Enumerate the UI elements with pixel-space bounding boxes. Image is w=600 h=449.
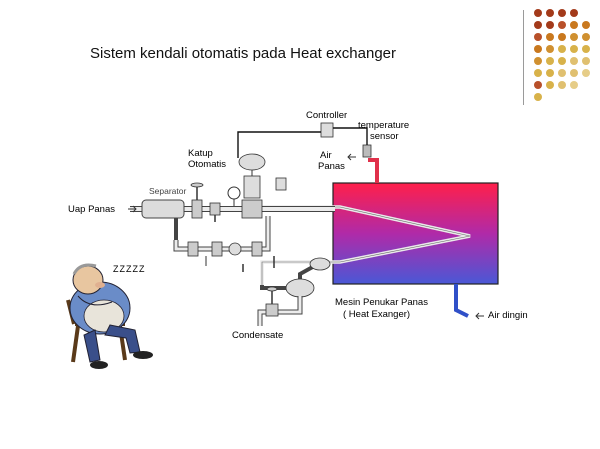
cold-water-pipe: [454, 284, 469, 318]
sensor-signal-line: [333, 127, 368, 145]
sleeping-man-illustration: [66, 263, 153, 369]
separator-icon: [141, 199, 185, 219]
strainer-icon: [209, 202, 221, 222]
decorative-dot-grid: [534, 9, 590, 101]
cold-water-label: Air dingin: [488, 310, 528, 321]
temperature-sensor-label-line2: sensor: [370, 131, 399, 142]
arrow-left-icon: [347, 153, 356, 161]
controller-label: Controller: [306, 110, 348, 121]
temperature-sensor-icon: [362, 144, 372, 158]
hot-water-pipe: [368, 158, 379, 183]
pressure-gauge-icon: [227, 186, 241, 206]
valve-signal-line: [237, 131, 321, 158]
arrow-left-icon: [475, 312, 484, 320]
slide-title: Sistem kendali otomatis pada Heat exchan…: [90, 45, 397, 62]
arrow-right-icon: [128, 205, 137, 213]
condensate-label: Condensate: [232, 330, 284, 341]
hot-water-label-line1: Air: [320, 150, 332, 161]
steam-trap-icon: [285, 257, 331, 298]
control-valve-icon: [238, 153, 266, 219]
snore-text: ZZZZZ: [113, 264, 146, 274]
divider-line: [523, 10, 524, 105]
control-valve-label-line2: Otomatis: [188, 159, 227, 170]
control-valve-label-line1: Katup: [188, 148, 213, 159]
positioner-icon: [275, 177, 287, 191]
separator-label: Separator: [149, 186, 187, 196]
temperature-sensor-label-line1: temperature: [358, 120, 410, 131]
drain-valve-icon: [265, 286, 279, 317]
heat-exchanger-label-line2: ( Heat Exanger): [343, 309, 411, 320]
steam-inlet-label: Uap Panas: [68, 204, 116, 215]
heat-exchanger-tank: [332, 182, 499, 285]
controller-icon: [320, 122, 334, 138]
bypass-valves-icon: [187, 241, 275, 272]
heat-exchanger-label-line1: Mesin Penukar Panas: [335, 297, 428, 308]
gate-valve-icon: [190, 182, 204, 219]
hot-water-label-line2: Panas: [318, 161, 345, 172]
